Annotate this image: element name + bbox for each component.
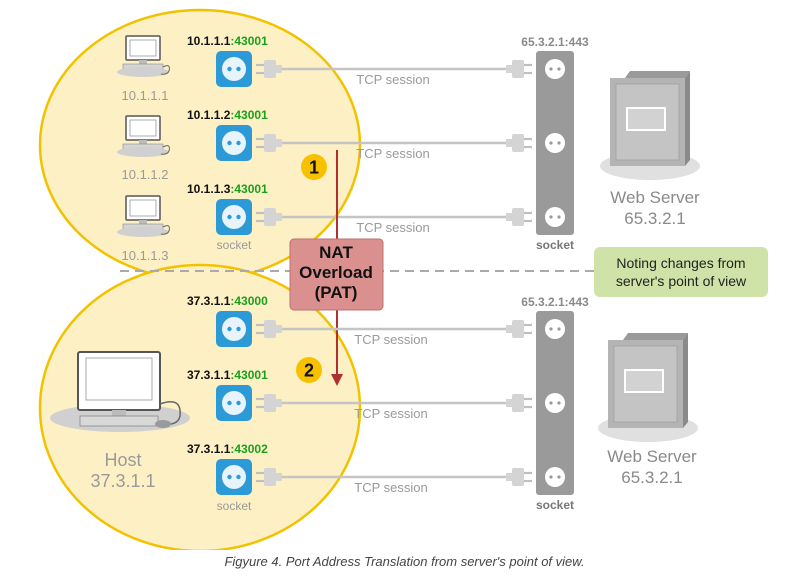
- server-tower-icon: [599, 70, 701, 181]
- nat-box: [289, 238, 384, 311]
- plug-icon: [504, 318, 534, 340]
- plug-icon: [504, 132, 534, 154]
- tcp-session-label: TCP session: [356, 72, 429, 87]
- host-ip: 37.3.1.1: [90, 471, 155, 491]
- step-number: 1: [309, 158, 319, 178]
- tcp-session-label: TCP session: [354, 332, 427, 347]
- socket-address: 10.1.1.3:43001: [187, 182, 268, 196]
- client-ip-label: 10.1.1.1: [122, 88, 169, 103]
- plug-icon: [504, 466, 534, 488]
- nat-label: Overload: [299, 263, 373, 282]
- arrow-head: [331, 374, 343, 386]
- socket-icon: [216, 459, 252, 495]
- server-address: 65.3.2.1:443: [521, 295, 589, 309]
- note-text: server's point of view: [616, 273, 747, 289]
- step-badge: [296, 357, 322, 383]
- note-box: [594, 247, 768, 297]
- web-server-ip: 65.3.2.1: [621, 468, 682, 487]
- nat-label: NAT: [319, 243, 353, 262]
- tcp-session-label: TCP session: [356, 146, 429, 161]
- server-address: 65.3.2.1:443: [521, 35, 589, 49]
- plug-icon: [504, 58, 534, 80]
- nat-label: (PAT): [315, 283, 358, 302]
- client-ip-label: 10.1.1.2: [122, 167, 169, 182]
- socket-address: 10.1.1.2:43001: [187, 108, 268, 122]
- figure-caption: Figyure 4. Port Address Translation from…: [224, 554, 585, 569]
- socket-address: 37.3.1.1:43002: [187, 442, 268, 456]
- host-pc-icon: [50, 351, 190, 432]
- plug-icon: [504, 392, 534, 414]
- host-name: Host: [104, 450, 141, 470]
- step-badge: [301, 154, 327, 180]
- web-server-name: Web Server: [607, 447, 697, 466]
- web-server-name: Web Server: [610, 188, 700, 207]
- server-socket-label: socket: [536, 498, 574, 512]
- tcp-session-label: TCP session: [354, 406, 427, 421]
- socket-icon: [216, 51, 252, 87]
- socket-icon: [216, 199, 252, 235]
- socket-label: socket: [217, 499, 252, 513]
- socket-label: socket: [217, 238, 252, 252]
- server-socket-label: socket: [536, 238, 574, 252]
- web-server-ip: 65.3.2.1: [624, 209, 685, 228]
- step-number: 2: [304, 361, 314, 381]
- socket-icon: [216, 125, 252, 161]
- tcp-session-label: TCP session: [354, 480, 427, 495]
- socket-icon: [216, 385, 252, 421]
- socket-address: 10.1.1.1:43001: [187, 34, 268, 48]
- server-tower-icon: [597, 332, 699, 443]
- plug-icon: [504, 206, 534, 228]
- note-text: Noting changes from: [616, 255, 745, 271]
- client-ip-label: 10.1.1.3: [122, 248, 169, 263]
- socket-icon: [216, 311, 252, 347]
- pat-diagram: 10.1.1.1 10.1.1.2 10.1.1.3 10.1.1.1:4300…: [38, 8, 768, 550]
- socket-address: 37.3.1.1:43000: [187, 294, 268, 308]
- socket-address: 37.3.1.1:43001: [187, 368, 268, 382]
- tcp-session-label: TCP session: [356, 220, 429, 235]
